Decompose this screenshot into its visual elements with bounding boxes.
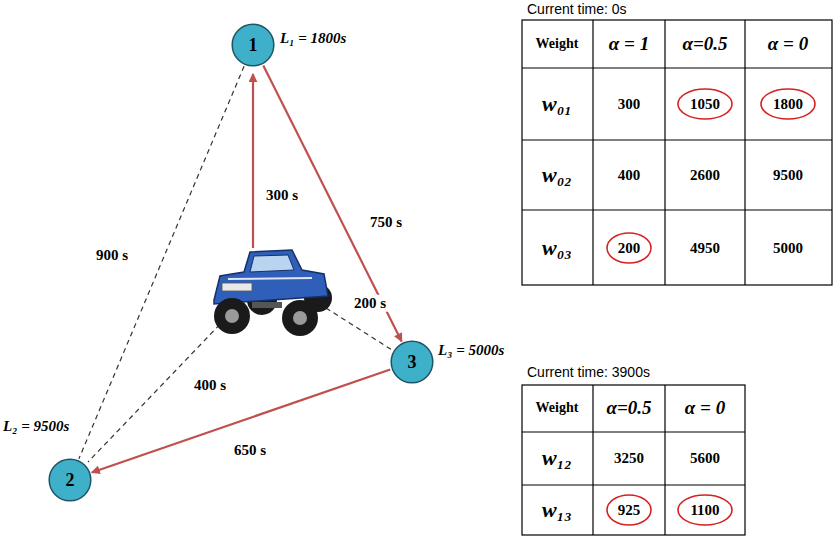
table-cell: 1800: [773, 96, 803, 113]
weight-symbol: w₀₃: [542, 236, 572, 260]
table-cell: 300: [618, 96, 641, 113]
travel-time: 900 s: [94, 247, 130, 264]
travel-time: 200 s: [352, 295, 388, 312]
table-grid: [522, 20, 832, 285]
table-cell: 925: [618, 502, 641, 519]
load-label: L₁ = 1800s: [280, 30, 346, 47]
route-arrow: [263, 66, 401, 342]
load-label: L₃ = 5000s: [438, 342, 504, 359]
weight-symbol: w₀₁: [542, 92, 572, 116]
travel-time: 650 s: [232, 442, 268, 459]
travel-time: 750 s: [368, 214, 404, 231]
time-caption: Current time: 0s: [527, 2, 627, 17]
weight-symbol: w₁₂: [542, 446, 572, 470]
table-cell: 5000: [773, 240, 803, 257]
load-label: L₂ = 9500s: [3, 418, 69, 435]
table-header: α = 0: [768, 34, 808, 55]
selection-ellipse: [607, 89, 815, 525]
location-node: 2: [48, 458, 92, 502]
table-header: Weight: [536, 400, 579, 415]
node-number: 3: [408, 352, 417, 373]
table-cell: 9500: [773, 167, 803, 184]
truck-illustration: [214, 250, 332, 336]
table-header: α = 1: [609, 34, 649, 55]
travel-time: 400 s: [192, 377, 228, 394]
travel-time: 300 s: [264, 187, 300, 204]
route-arrow: [92, 370, 391, 473]
dashed-route: [79, 66, 244, 459]
location-node: 1: [231, 23, 275, 67]
weight-symbol: w₀₂: [542, 163, 572, 187]
dashed-route: [326, 308, 392, 350]
weight-symbol: w₁₃: [542, 498, 572, 522]
table-header: α=0.5: [682, 34, 727, 55]
node-number: 2: [66, 470, 75, 491]
table-header: α=0.5: [606, 398, 651, 419]
table-header: Weight: [536, 36, 579, 51]
node-number: 1: [249, 35, 258, 56]
table-cell: 1100: [690, 502, 719, 519]
route-line: [252, 74, 254, 248]
table-cell: 2600: [690, 167, 720, 184]
table-cell: 4950: [690, 240, 720, 257]
table-header: α = 0: [685, 398, 725, 419]
table-grid: [522, 385, 745, 535]
table-cell: 3250: [614, 450, 644, 467]
table-cell: 5600: [690, 450, 720, 467]
table-cell: 400: [618, 167, 641, 184]
time-caption: Current time: 3900s: [527, 365, 650, 380]
table-cell: 1050: [690, 96, 720, 113]
table-cell: 200: [618, 240, 641, 257]
location-node: 3: [390, 340, 434, 384]
